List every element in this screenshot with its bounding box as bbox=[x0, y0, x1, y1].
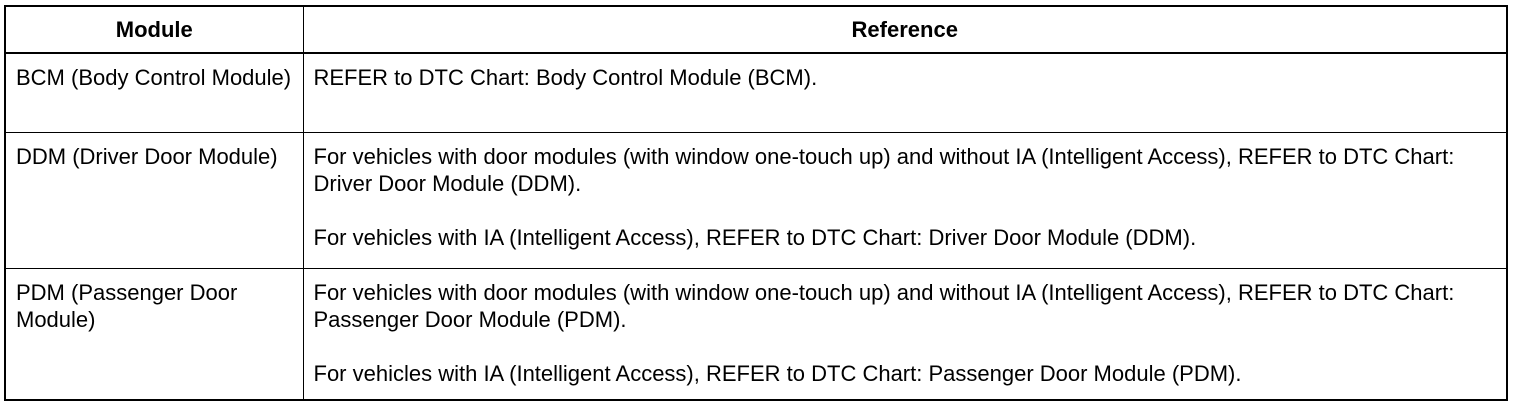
table-row: PDM (Passenger Door Module) For vehicles… bbox=[4, 268, 1508, 401]
table-header-row: Module Reference bbox=[4, 5, 1508, 54]
header-reference: Reference bbox=[302, 5, 1508, 54]
table-row: DDM (Driver Door Module) For vehicles wi… bbox=[4, 132, 1508, 269]
module-name: PDM (Passenger Door Module) bbox=[16, 280, 238, 332]
reference-cell: REFER to DTC Chart: Body Control Module … bbox=[302, 52, 1508, 133]
module-cell: BCM (Body Control Module) bbox=[4, 52, 304, 133]
header-module: Module bbox=[4, 5, 304, 54]
module-name: DDM (Driver Door Module) bbox=[16, 144, 278, 169]
table-row: BCM (Body Control Module) REFER to DTC C… bbox=[4, 52, 1508, 133]
module-name: BCM (Body Control Module) bbox=[16, 65, 292, 90]
module-reference-table-container: Module Reference BCM (Body Control Modul… bbox=[4, 5, 1508, 401]
reference-cell: For vehicles with door modules (with win… bbox=[302, 268, 1508, 401]
module-cell: PDM (Passenger Door Module) bbox=[4, 268, 304, 401]
reference-text: For vehicles with IA (Intelligent Access… bbox=[313, 361, 1242, 386]
module-reference-table: Module Reference BCM (Body Control Modul… bbox=[4, 5, 1508, 401]
reference-text: For vehicles with door modules (with win… bbox=[313, 280, 1455, 332]
module-cell: DDM (Driver Door Module) bbox=[4, 132, 304, 269]
reference-text: For vehicles with IA (Intelligent Access… bbox=[313, 225, 1197, 250]
reference-text: For vehicles with door modules (with win… bbox=[313, 144, 1455, 196]
reference-cell: For vehicles with door modules (with win… bbox=[302, 132, 1508, 269]
reference-text: REFER to DTC Chart: Body Control Module … bbox=[313, 65, 818, 90]
